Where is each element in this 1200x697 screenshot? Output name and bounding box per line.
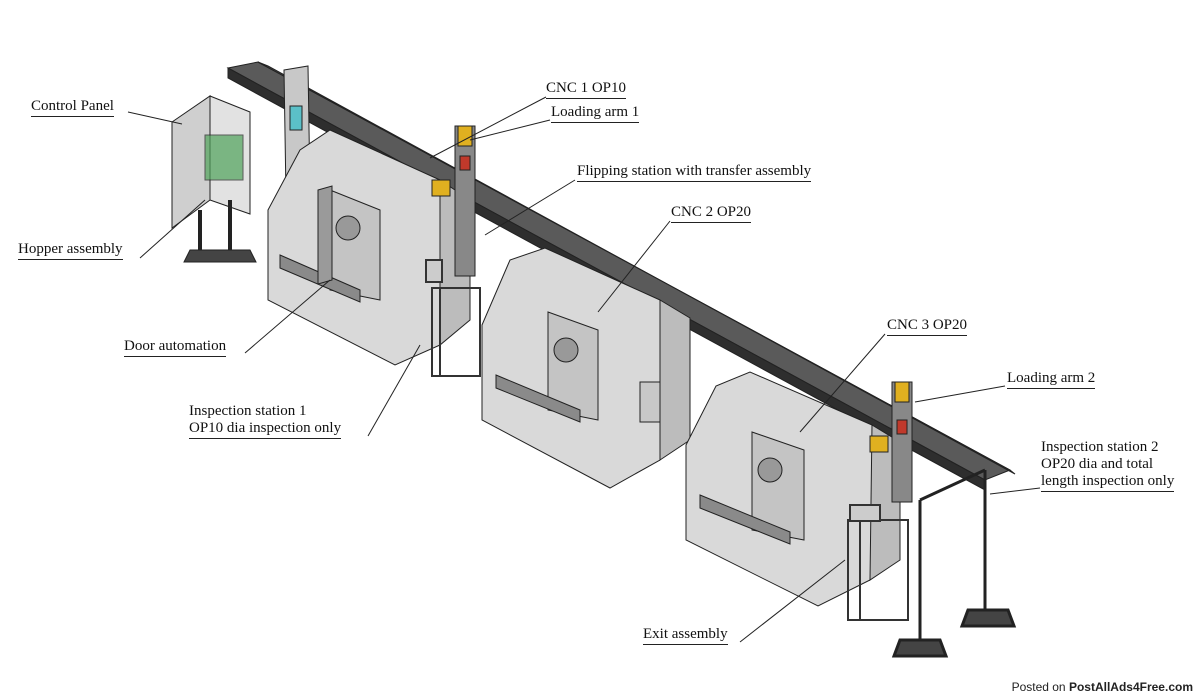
label-inspection-station-2-line3: length inspection only — [1041, 473, 1175, 492]
label-cnc3: CNC 3 OP20 — [887, 317, 968, 336]
watermark: Posted on PostAllAds4Free.com — [1008, 679, 1196, 695]
label-flipping-station: Flipping station with transfer assembly — [577, 163, 812, 182]
label-inspection-station-1: Inspection station 1 OP10 dia inspection… — [189, 403, 342, 439]
label-inspection-station-2-line1: Inspection station 2 — [1041, 439, 1159, 455]
loading-arm-2-drawing — [869, 381, 913, 503]
leader-lines — [127, 96, 1041, 643]
end-support-frame — [891, 468, 1017, 658]
label-loading-arm-1: Loading arm 1 — [551, 104, 640, 123]
cnc1-machine — [267, 129, 471, 366]
loading-arm-1-drawing — [431, 125, 476, 277]
label-inspection-station-2-line2: OP20 dia and total — [1041, 456, 1154, 472]
watermark-site: PostAllAds4Free.com — [1068, 680, 1193, 694]
label-cnc1: CNC 1 OP10 — [546, 80, 627, 99]
exit-assembly-drawing — [847, 504, 909, 621]
label-inspection-station-1-line1: Inspection station 1 — [189, 403, 307, 419]
label-loading-arm-2: Loading arm 2 — [1007, 370, 1096, 389]
control-panel-drawing — [171, 65, 311, 263]
label-cnc2: CNC 2 OP20 — [671, 204, 752, 223]
label-inspection-station-2: Inspection station 2 OP20 dia and total … — [1041, 439, 1175, 492]
label-inspection-station-1-line2: OP10 dia inspection only — [189, 420, 342, 439]
cnc2-machine — [481, 247, 691, 489]
inspection-station-1-drawing — [425, 259, 481, 377]
label-exit-assembly: Exit assembly — [643, 626, 728, 645]
label-hopper-assembly: Hopper assembly — [18, 241, 123, 260]
cnc3-machine — [685, 371, 901, 607]
watermark-prefix: Posted on — [1011, 680, 1066, 694]
label-door-automation: Door automation — [124, 338, 227, 357]
label-control-panel: Control Panel — [31, 98, 114, 117]
